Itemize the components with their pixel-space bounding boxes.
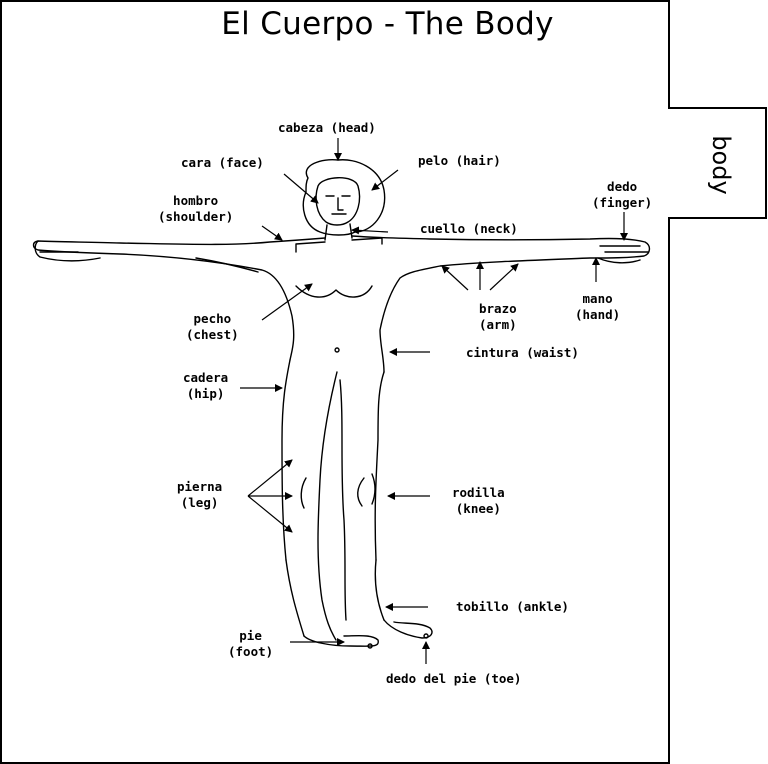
knee-left (300, 477, 307, 509)
face-outline (315, 177, 361, 226)
label-head: cabeza (head) (278, 120, 376, 135)
arms-upper (32, 237, 326, 361)
arrow-leg-3 (247, 495, 293, 533)
leg-right-outer (374, 559, 385, 621)
label-hand: mano(hand) (575, 291, 621, 322)
chest-line (295, 285, 373, 298)
label-face: cara (face) (181, 155, 264, 170)
label-arm: brazo(arm) (479, 301, 517, 332)
foot-left (303, 634, 379, 647)
label-foot: pie(foot) (228, 628, 274, 659)
arrow-leg-1 (247, 459, 293, 497)
torso-left (281, 359, 291, 561)
label-shoulder: hombro(shoulder) (158, 193, 234, 224)
leg-left-outer (285, 559, 305, 637)
navel (334, 347, 340, 353)
foot-right (383, 619, 433, 639)
arrow-neck (351, 226, 389, 235)
leg-right-inner (339, 379, 347, 621)
collarbones (295, 237, 383, 253)
label-leg: pierna(leg) (177, 479, 223, 510)
label-toe: dedo del pie (toe) (386, 671, 522, 686)
arrow-hair (371, 169, 399, 191)
arrow-arm-1 (441, 265, 469, 291)
arms-upper-right (351, 235, 651, 373)
label-waist: cintura (waist) (466, 345, 579, 360)
label-ankle: tobillo (ankle) (456, 599, 569, 614)
neck-outline (324, 223, 353, 241)
label-hip: cadera(hip) (183, 370, 229, 401)
knee-right (357, 477, 365, 507)
knee-right-2 (371, 473, 376, 505)
label-neck: cuello (neck) (420, 221, 518, 236)
body-outline (32, 158, 651, 649)
armpit-line (195, 257, 259, 273)
arrow-arm-3 (489, 263, 519, 291)
label-finger: dedo(finger) (592, 179, 653, 210)
arrow-shoulder (261, 225, 283, 241)
hand-left (34, 240, 101, 262)
torso-right (374, 371, 385, 561)
label-chest: pecho(chest) (186, 311, 239, 342)
arrow-face (283, 173, 319, 204)
arrow-chest (261, 283, 313, 321)
toes (367, 633, 429, 649)
label-hair: pelo (hair) (418, 153, 501, 168)
nose (337, 197, 344, 211)
hand-right (597, 245, 649, 264)
page-title: El Cuerpo - The Body (221, 6, 554, 42)
leg-left-inner (317, 371, 338, 641)
label-knee: rodilla(knee) (452, 485, 505, 516)
pointer-arrows (240, 138, 628, 664)
